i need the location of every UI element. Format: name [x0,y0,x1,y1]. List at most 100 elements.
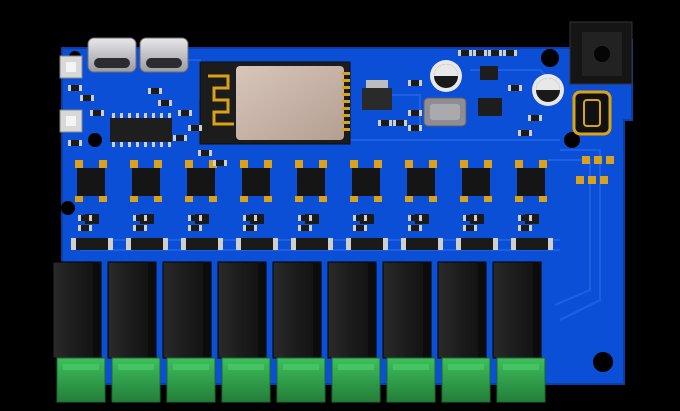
smd-resistor [133,225,147,231]
screw-terminal-block [56,357,106,403]
smd-resistor [408,80,422,86]
smd-resistor [473,50,487,56]
wifi-module [199,61,351,145]
smd-resistor [353,215,367,221]
relay [217,261,267,359]
smd-diode [236,238,278,250]
optocoupler [130,160,162,202]
optocoupler [240,160,272,202]
screw-terminal-block [166,357,216,403]
smd-resistor [528,115,542,121]
smd-resistor [298,215,312,221]
optocoupler [515,160,547,202]
smd-resistor [458,50,472,56]
smd-diode [456,238,498,250]
screw-terminal-block [221,357,271,403]
optocoupler [295,160,327,202]
smd-resistor [518,130,532,136]
fuse-holder [572,90,612,136]
relay [327,261,377,359]
smd-resistor [463,215,477,221]
relay [272,261,322,359]
usb-c-connector [139,37,189,73]
smd-resistor [463,225,477,231]
mounting-hole [61,201,75,215]
screw-terminal-block [331,357,381,403]
smd-resistor [213,160,227,166]
smd-resistor [393,120,407,126]
smd-resistor [68,140,82,146]
smd-resistor [198,150,212,156]
dc-barrel-jack [569,21,633,85]
screw-terminal-block [441,357,491,403]
voltage-regulator [362,80,392,110]
electrolytic-capacitor [430,60,462,92]
smd-resistor [188,225,202,231]
smd-resistor [78,215,92,221]
relay [107,261,157,359]
smd-resistor [298,225,312,231]
smd-resistor [518,215,532,221]
screw-terminal-block [386,357,436,403]
smd-resistor [503,50,517,56]
solder-pads [576,156,614,184]
smd-diode [126,238,168,250]
tactile-switch [59,55,83,79]
screw-terminal-block [496,357,546,403]
smd-resistor [518,225,532,231]
smd-resistor [243,225,257,231]
smd-diode [71,238,113,250]
optocoupler [75,160,107,202]
smd-diode [181,238,223,250]
smd-resistor [353,225,367,231]
relay [382,261,432,359]
smd-resistor [408,215,422,221]
optocoupler [350,160,382,202]
mounting-hole [593,352,613,372]
smd-diode [346,238,388,250]
smd-passives [68,50,542,231]
mounting-hole [564,132,580,148]
relay [52,261,102,359]
smd-resistor [408,125,422,131]
smd-ic [478,98,502,116]
smd-resistor [133,215,147,221]
smd-resistor [378,120,392,126]
optocoupler [460,160,492,202]
smd-resistor [488,50,502,56]
relay-channels [52,160,553,403]
soic-ic-chip [110,113,172,147]
relay [437,261,487,359]
screw-terminal-block [276,357,326,403]
smd-resistor [173,135,187,141]
tactile-switch [59,109,83,133]
smd-ic [480,66,498,80]
smd-resistor [68,85,82,91]
relay [492,261,542,359]
smd-resistor [508,85,522,91]
smd-diode [401,238,443,250]
smd-resistor [148,88,162,94]
smd-diode [291,238,333,250]
smd-resistor [80,95,94,101]
optocoupler [405,160,437,202]
smd-resistor [78,225,92,231]
power-inductor [423,97,467,127]
smd-diode [511,238,553,250]
smd-resistor [158,100,172,106]
usb-c-connector [87,37,137,73]
electrolytic-capacitor [532,74,564,106]
smd-resistor [90,110,104,116]
smd-resistor [408,110,422,116]
smd-resistor [408,225,422,231]
optocoupler [185,160,217,202]
smd-resistor [188,125,202,131]
relay [162,261,212,359]
smd-resistor [178,110,192,116]
mounting-hole [88,133,102,147]
mounting-hole [541,49,559,67]
smd-resistor [243,215,257,221]
smd-resistor [188,215,202,221]
